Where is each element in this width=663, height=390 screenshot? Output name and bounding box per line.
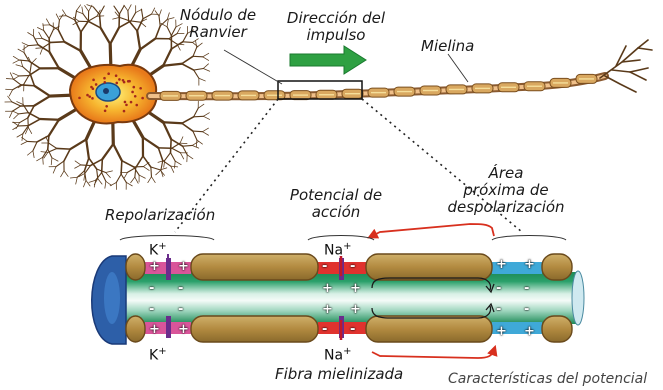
na-ion-top: Na+ xyxy=(324,240,351,258)
k-ion-top: K+ xyxy=(149,240,167,258)
k-ion-bottom: K+ xyxy=(149,345,167,363)
charge-plus: + xyxy=(496,325,507,339)
charge-plus: + xyxy=(524,258,535,272)
charge-minus: - xyxy=(524,303,529,317)
direction-label: Dirección del impulso xyxy=(276,10,396,44)
charge-plus: + xyxy=(524,325,535,339)
axon-terminals xyxy=(600,40,652,92)
charge-minus: - xyxy=(496,303,501,317)
myelin-leader xyxy=(448,54,468,82)
charge-plus: + xyxy=(178,260,189,274)
red-arrow-top xyxy=(372,224,494,236)
fiber-label: Fibra mielinizada xyxy=(275,366,403,383)
near-area-line-2: próxima de xyxy=(426,182,586,199)
action-potential-label: Potencial de acción xyxy=(281,187,391,221)
charge-minus: - xyxy=(178,303,183,317)
myelin-segments xyxy=(160,74,597,100)
charge-plus: + xyxy=(178,323,189,337)
node-label-line-2: Ranvier xyxy=(168,24,268,41)
caption-cut: Características del potencial xyxy=(448,371,647,388)
near-area-label: Área próxima de despolarización xyxy=(426,165,586,216)
action-potential-line-1: Potencial de xyxy=(281,187,391,204)
direction-label-line-1: Dirección del xyxy=(276,10,396,27)
charge-plus: + xyxy=(149,260,160,274)
near-area-line-3: despolarización xyxy=(426,199,586,216)
charge-minus: - xyxy=(496,282,501,296)
bracket-repolarization xyxy=(120,236,214,241)
repolarization-label: Repolarización xyxy=(105,207,215,224)
na-ion-bottom: Na+ xyxy=(324,345,351,363)
charge-plus: + xyxy=(350,282,361,296)
charge-plus: + xyxy=(322,303,333,317)
charge-plus: + xyxy=(496,258,507,272)
bracket-near-area xyxy=(492,236,566,241)
node-leader xyxy=(224,50,282,84)
charge-plus: + xyxy=(149,323,160,337)
charge-minus: - xyxy=(524,282,529,296)
charge-minus: - xyxy=(149,303,154,317)
myelin-label: Mielina xyxy=(421,38,474,55)
red-arrow-bottom xyxy=(372,350,494,358)
direction-arrow xyxy=(290,46,366,74)
cut-end-right xyxy=(572,271,584,325)
charge-plus: + xyxy=(350,303,361,317)
direction-label-line-2: impulso xyxy=(276,27,396,44)
node-label: Nódulo de Ranvier xyxy=(168,7,268,41)
action-potential-line-2: acción xyxy=(281,204,391,221)
charge-plus: + xyxy=(322,282,333,296)
charge-minus: - xyxy=(350,323,355,337)
charge-minus: - xyxy=(178,282,183,296)
nucleolus xyxy=(103,88,109,94)
near-area-line-1: Área xyxy=(426,165,586,182)
charge-minus: - xyxy=(322,260,327,274)
charge-minus: - xyxy=(350,260,355,274)
charge-minus: - xyxy=(322,323,327,337)
charge-minus: - xyxy=(149,282,154,296)
node-label-line-1: Nódulo de xyxy=(168,7,268,24)
